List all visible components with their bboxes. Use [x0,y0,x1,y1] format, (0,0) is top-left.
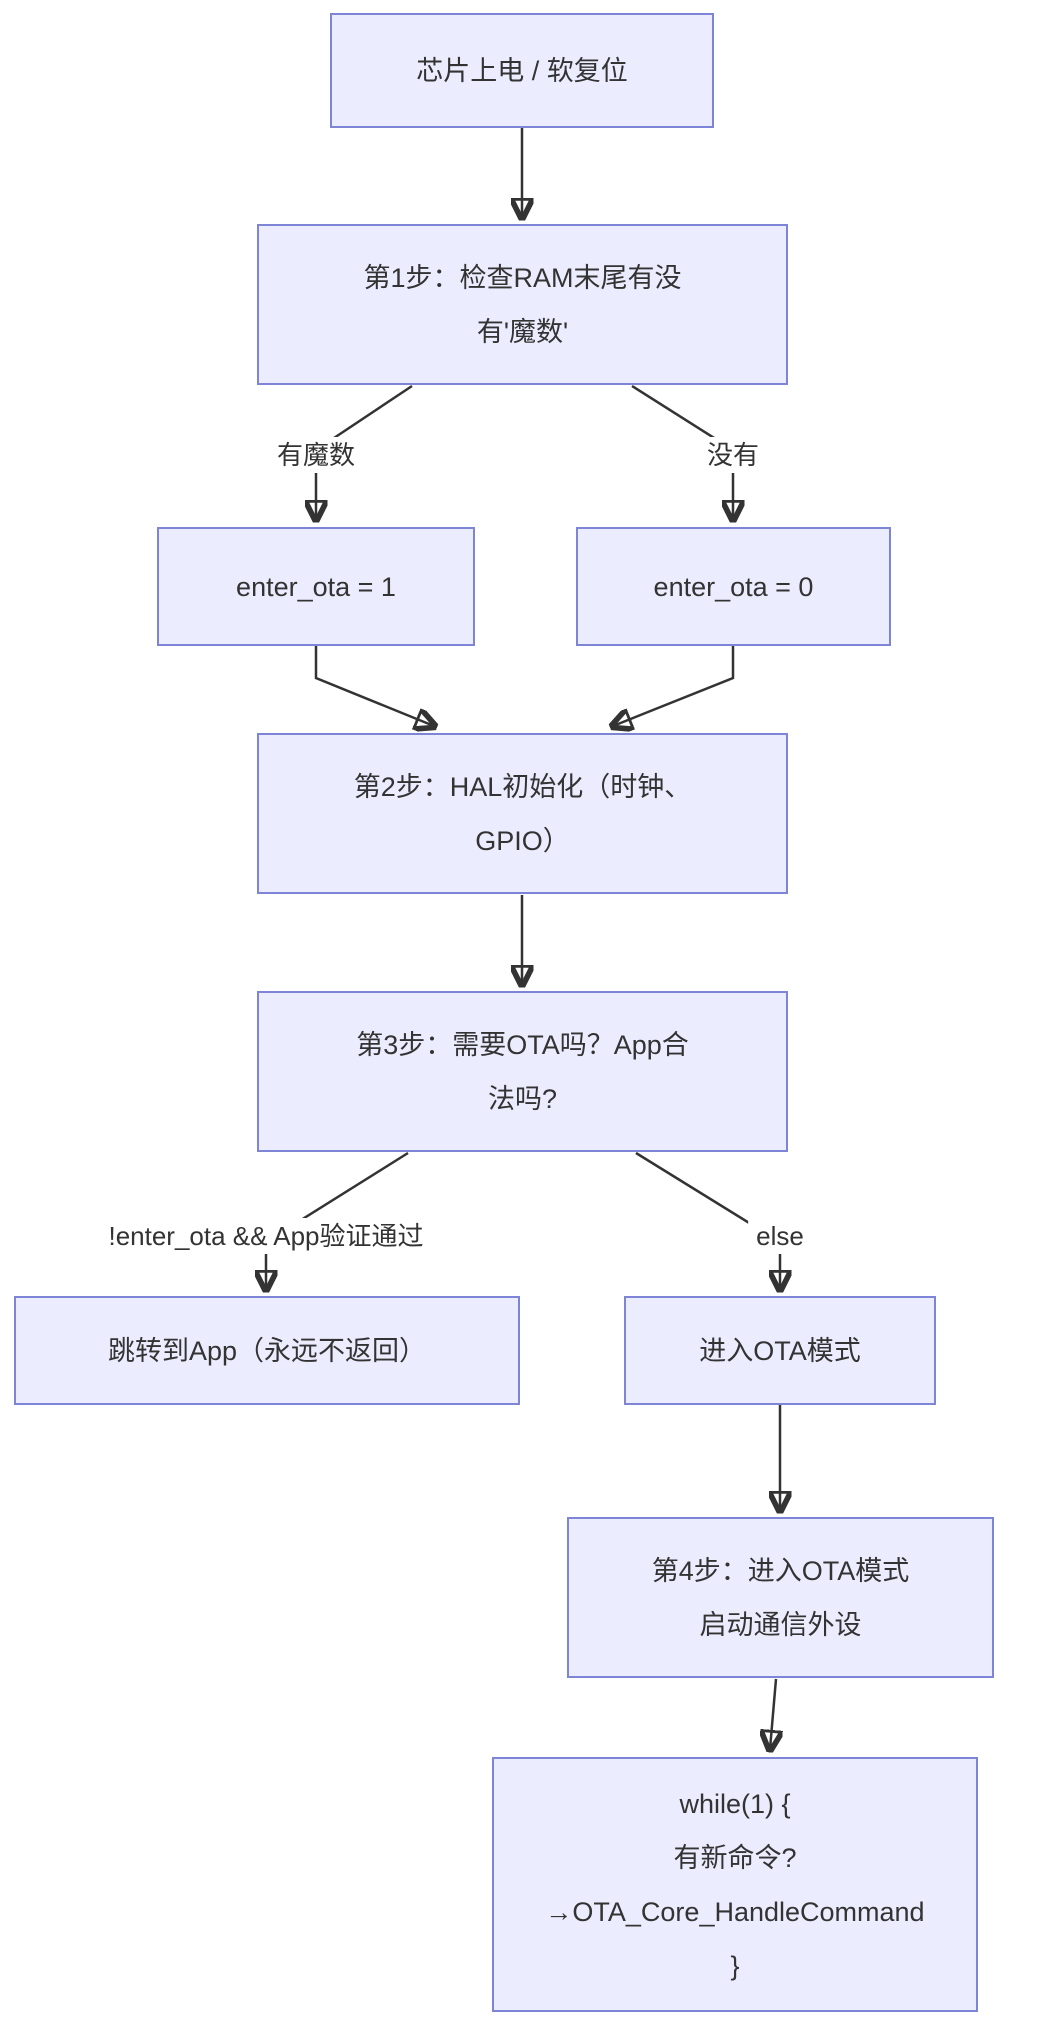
edge-label-jump-condition: !enter_ota && App验证通过 [100,1218,432,1254]
node-step3-line2: 法吗? [487,1083,558,1114]
node-step4-line2: 启动通信外设 [699,1609,862,1640]
node-step1-line2: 有'魔数' [476,316,569,347]
node-enter-ota-1-label: enter_ota = 1 [236,571,396,602]
node-step2-line1: 第2步：HAL初始化（时钟、 [353,771,692,802]
node-step3-need-ota: 第3步：需要OTA吗？App合 法吗? [257,991,788,1152]
node-power-on-label: 芯片上电 / 软复位 [416,55,628,86]
node-enter-ota-mode: 进入OTA模式 [624,1296,936,1405]
edge-step4-while [770,1678,776,1749]
edge-label-has-magic: 有魔数 [268,437,364,473]
node-enter-ota-0: enter_ota = 0 [576,527,891,646]
node-step2-hal-init: 第2步：HAL初始化（时钟、 GPIO） [257,733,788,894]
node-step2-line2: GPIO） [475,825,570,856]
node-while-loop: while(1) { 有新命令? →OTA_Core_HandleCommand… [492,1757,978,2012]
node-while-line4: } [730,1950,740,1981]
node-enter-ota-1: enter_ota = 1 [157,527,475,646]
node-enter-ota-0-label: enter_ota = 0 [653,571,814,602]
node-step1-line1: 第1步：检查RAM末尾有没 [363,262,682,293]
node-step3-line1: 第3步：需要OTA吗？App合 [356,1029,689,1060]
node-jump-to-app: 跳转到App（永远不返回） [14,1296,520,1405]
node-while-line1: while(1) { [679,1788,791,1819]
node-step4-line1: 第4步：进入OTA模式 [651,1555,910,1586]
node-while-line2: 有新命令? [673,1842,797,1873]
node-step1-check-magic: 第1步：检查RAM末尾有没 有'魔数' [257,224,788,385]
node-enter-ota-mode-label: 进入OTA模式 [699,1335,861,1366]
edge-ota1-step2 [314,646,434,726]
node-while-line3: →OTA_Core_HandleCommand [545,1896,925,1927]
node-step4-ota-mode: 第4步：进入OTA模式 启动通信外设 [567,1517,994,1678]
edge-label-else: else [748,1218,812,1254]
edge-ota0-step2 [613,646,735,726]
node-power-on: 芯片上电 / 软复位 [330,13,714,128]
edge-label-no-magic: 没有 [698,437,768,473]
node-jump-to-app-label: 跳转到App（永远不返回） [107,1335,427,1366]
